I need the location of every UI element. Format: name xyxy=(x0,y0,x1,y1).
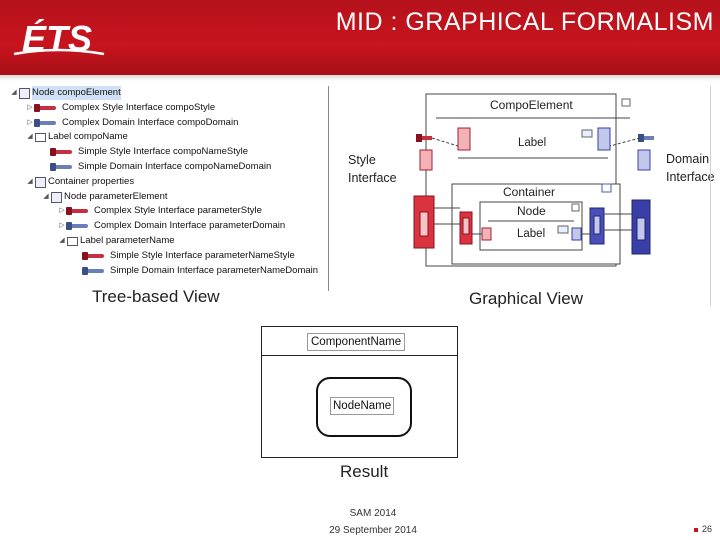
compo-element-label: CompoElement xyxy=(490,98,573,112)
result-frame: ComponentName NodeName xyxy=(261,326,458,458)
graphical-view: CompoElement Label Container Node Label … xyxy=(348,93,715,267)
tree-row[interactable]: ▷ Complex Style Interface parameterStyle xyxy=(58,204,262,218)
tree-row-label: Complex Domain Interface parameterDomain xyxy=(94,220,286,232)
tree-row-label: Complex Style Interface compoStyle xyxy=(62,101,216,113)
tree-row[interactable]: ◢ Label parameterName xyxy=(58,234,175,248)
graphical-divider xyxy=(710,86,711,306)
component-name-label: ComponentName xyxy=(307,333,406,351)
node-name-label: NodeName xyxy=(330,397,395,415)
expanded-arrow-icon[interactable]: ◢ xyxy=(27,177,33,185)
tree-row-label: Container properties xyxy=(48,175,135,187)
expanded-arrow-icon[interactable]: ◢ xyxy=(43,192,49,200)
tree-row[interactable]: Simple Domain Interface compoNameDomain xyxy=(42,160,271,174)
node-box-icon xyxy=(18,88,30,99)
domain-interface-icon xyxy=(50,162,76,172)
style-interface-icon xyxy=(66,206,92,216)
tree-row[interactable]: ◢ Node compoElement xyxy=(10,86,121,100)
tree-row[interactable]: Simple Style Interface compoNameStyle xyxy=(42,145,248,159)
footer-date: 29 September 2014 xyxy=(329,525,417,536)
inner-label-text: Label xyxy=(517,228,545,240)
tree-row[interactable]: ▷ Complex Domain Interface parameterDomai… xyxy=(58,219,285,233)
page-marker-icon xyxy=(693,527,698,532)
domain-interface-label-1: Domain xyxy=(666,152,709,166)
tree-row-label: Simple Style Interface compoNameStyle xyxy=(78,146,249,158)
page-number-text: 26 xyxy=(701,524,712,534)
expanded-arrow-icon[interactable]: ◢ xyxy=(59,237,65,244)
style-interface-port-small xyxy=(419,149,433,171)
tree-row-label: Simple Style Interface parameterNameStyl… xyxy=(110,249,295,261)
style-interface-label-2: Interface xyxy=(348,171,397,185)
domain-interface-icon xyxy=(34,118,60,128)
node-style-port xyxy=(481,227,492,241)
header-bar xyxy=(0,0,720,75)
tree-row-label: Simple Domain Interface parameterNameDom… xyxy=(110,264,319,276)
page-number: 26 xyxy=(693,524,712,534)
tree-row[interactable]: ◢ Node parameterElement xyxy=(42,190,168,204)
label-domain-port xyxy=(597,127,611,151)
collapsed-arrow-icon[interactable]: ▷ xyxy=(27,118,33,126)
result-divider xyxy=(262,355,457,356)
expanded-arrow-icon[interactable]: ◢ xyxy=(27,133,33,141)
style-interface-icon xyxy=(50,147,76,157)
tree-row-label: Label parameterName xyxy=(80,235,175,246)
label-top-text: Label xyxy=(518,137,546,149)
collapsed-arrow-icon[interactable]: ▷ xyxy=(59,207,65,215)
style-interface-label-1: Style xyxy=(348,153,376,167)
label-style-port xyxy=(457,127,471,151)
tree-row[interactable]: ◢ Label compoName xyxy=(26,130,128,144)
compo-element-collapse-icon xyxy=(621,98,631,107)
style-interface-icon xyxy=(34,103,60,113)
tree-row-label: Simple Domain Interface compoNameDomain xyxy=(78,161,272,172)
tree-row[interactable]: ◢ Container properties xyxy=(26,175,134,189)
style-interface-icon xyxy=(82,251,108,261)
tree-row[interactable]: Simple Domain Interface parameterNameDom… xyxy=(74,264,318,278)
tree-row-label: Complex Style Interface parameterStyle xyxy=(94,205,262,217)
tree-row[interactable]: ▷ Complex Domain Interface compoDomain xyxy=(26,116,238,130)
expanded-arrow-icon[interactable]: ◢ xyxy=(11,89,17,96)
tree-row-label: Node parameterElement xyxy=(64,190,168,202)
result-caption: Result xyxy=(340,462,389,481)
tree-row-label: Label compoName xyxy=(48,131,128,143)
node-label: Node xyxy=(517,204,546,218)
container-label: Container xyxy=(503,185,555,199)
logo-text: ÉTS xyxy=(22,18,92,59)
tree-row[interactable]: ▷ Complex Style Interface compoStyle xyxy=(26,101,215,115)
collapsed-arrow-icon[interactable]: ▷ xyxy=(27,103,33,111)
result-node-shape: NodeName xyxy=(316,377,412,437)
page-title: MID : GRAPHICAL FORMALISM xyxy=(335,8,714,36)
node-box-icon xyxy=(50,191,62,203)
ets-logo: ÉTS xyxy=(13,18,105,59)
label-box-icon xyxy=(66,236,78,246)
node-domain-port xyxy=(571,227,582,241)
tree-divider xyxy=(328,86,329,291)
label-box-icon xyxy=(34,132,46,143)
container-icon xyxy=(34,176,46,188)
domain-interface-icon xyxy=(66,221,92,231)
footer-conference: SAM 2014 xyxy=(349,508,397,519)
tree-view-caption: Tree-based View xyxy=(92,287,220,306)
domain-interface-icon xyxy=(82,266,108,276)
collapsed-arrow-icon[interactable]: ▷ xyxy=(59,222,65,230)
graphical-view-caption: Graphical View xyxy=(469,289,584,308)
tree-row-label: Node compoElement xyxy=(32,86,121,100)
tree-row-label: Complex Domain Interface compoDomain xyxy=(62,116,239,128)
header-shadow xyxy=(0,75,720,81)
domain-interface-port-small xyxy=(637,149,651,171)
tree-row[interactable]: Simple Style Interface parameterNameStyl… xyxy=(74,249,295,263)
domain-interface-label-2: Interface xyxy=(666,170,715,184)
